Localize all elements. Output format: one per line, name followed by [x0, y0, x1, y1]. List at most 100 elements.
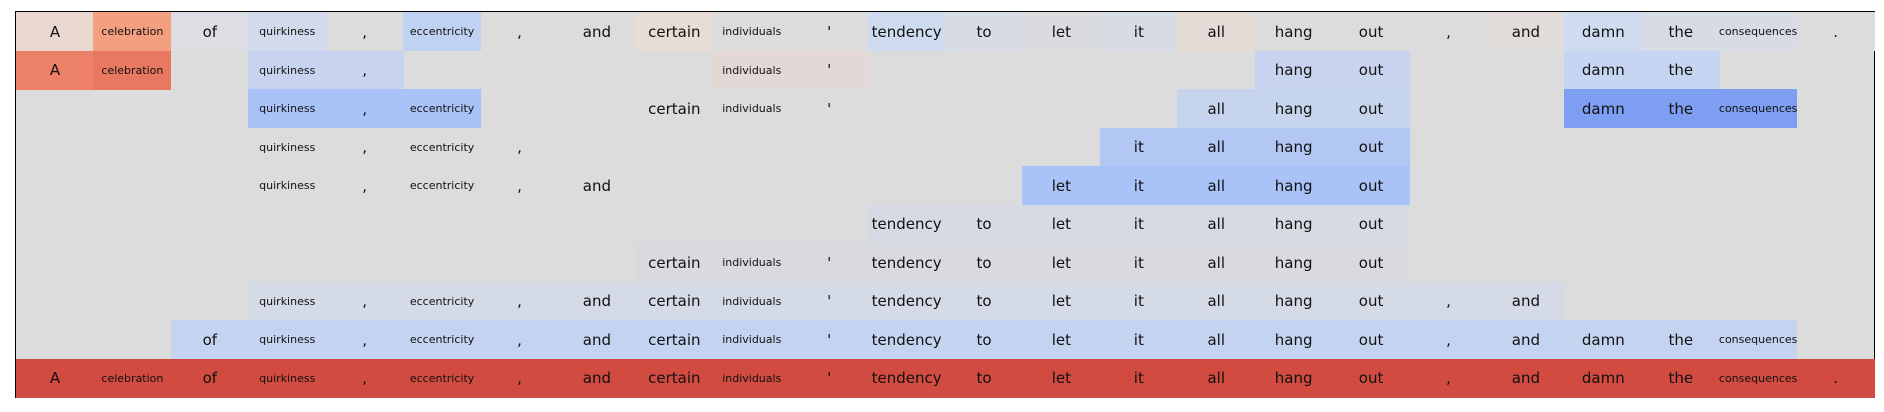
- heatmap-cell-r9-c23: .: [1796, 358, 1875, 398]
- heatmap-cell-r7-c10: ': [790, 281, 869, 321]
- heatmap-cell-r2-c20: damn: [1564, 89, 1643, 128]
- heatmap-cell-r8-c2: of: [170, 320, 249, 359]
- heatmap-cell-r6-c10: ': [790, 243, 869, 282]
- heatmap-cell-r6-c14: it: [1099, 243, 1178, 282]
- heatmap-cell-r4-c7: and: [557, 166, 636, 205]
- heatmap-cell-r4-c14: it: [1099, 166, 1178, 205]
- heatmap-cell-r8-c12: to: [945, 320, 1023, 359]
- heatmap-cell-r2-c15: all: [1177, 89, 1256, 128]
- heatmap-cell-r9-c16: hang: [1254, 358, 1333, 398]
- heatmap-cell-r9-c3: quirkiness: [248, 358, 327, 398]
- heatmap-cell-r1-c0: A: [16, 50, 94, 90]
- heatmap-cell-r0-c9: individuals: [712, 12, 791, 51]
- heatmap-cell-r1-c20: damn: [1564, 50, 1643, 90]
- heatmap-cell-r8-c11: tendency: [867, 320, 946, 359]
- heatmap-cell-r8-c3: quirkiness: [248, 320, 327, 359]
- heatmap-cell-r9-c21: the: [1641, 358, 1720, 398]
- heatmap-cell-r9-c13: let: [1022, 358, 1101, 398]
- heatmap-cell-r0-c17: out: [1332, 12, 1411, 51]
- heatmap-cell-r4-c17: out: [1332, 166, 1411, 205]
- heatmap-cell-r8-c10: ': [790, 320, 869, 359]
- heatmap-cell-r1-c9: individuals: [712, 50, 791, 90]
- heatmap-cell-r6-c12: to: [945, 243, 1023, 282]
- heatmap-cell-r1-c10: ': [790, 50, 869, 90]
- heatmap-cell-r4-c13: let: [1022, 166, 1101, 205]
- heatmap-cell-r0-c22: consequences: [1719, 12, 1798, 51]
- heatmap-cell-r7-c15: all: [1177, 281, 1256, 321]
- heatmap-cell-r8-c6: ,: [480, 320, 559, 359]
- heatmap-cell-r9-c15: all: [1177, 358, 1256, 398]
- heatmap-cell-r0-c7: and: [557, 12, 636, 51]
- heatmap-cell-r0-c11: tendency: [867, 12, 946, 51]
- heatmap-cell-r9-c17: out: [1332, 358, 1411, 398]
- heatmap-cell-r9-c10: ': [790, 358, 869, 398]
- heatmap-cell-r3-c4: ,: [325, 127, 404, 167]
- heatmap-cell-r7-c16: hang: [1254, 281, 1333, 321]
- heatmap-cell-r7-c6: ,: [480, 281, 559, 321]
- heatmap-cell-r0-c14: it: [1099, 12, 1178, 51]
- heatmap-cell-r0-c15: all: [1177, 12, 1256, 51]
- heatmap-cell-r5-c15: all: [1177, 204, 1256, 244]
- heatmap-cell-r0-c8: certain: [635, 12, 714, 51]
- heatmap-cell-r7-c18: ,: [1409, 281, 1488, 321]
- heatmap-cell-r0-c21: the: [1641, 12, 1720, 51]
- heatmap-cell-r7-c7: and: [557, 281, 636, 321]
- heatmap-cell-r0-c16: hang: [1254, 12, 1333, 51]
- heatmap-cell-r7-c9: individuals: [712, 281, 791, 321]
- heatmap-cell-r5-c12: to: [945, 204, 1023, 244]
- heatmap-cell-r3-c16: hang: [1254, 127, 1333, 167]
- heatmap-cell-r7-c19: and: [1486, 281, 1565, 321]
- heatmap-cell-r6-c16: hang: [1254, 243, 1333, 282]
- heatmap-cell-r9-c2: of: [170, 358, 249, 398]
- heatmap-cell-r8-c17: out: [1332, 320, 1411, 359]
- heatmap-cell-r4-c6: ,: [480, 166, 559, 205]
- heatmap-cell-r9-c5: eccentricity: [403, 358, 482, 398]
- heatmap-cell-r0-c10: ': [790, 12, 869, 51]
- heatmap-cell-r4-c4: ,: [325, 166, 404, 205]
- heatmap-cell-r8-c7: and: [557, 320, 636, 359]
- heatmap-cell-r2-c10: ': [790, 89, 869, 128]
- heatmap-cell-r8-c5: eccentricity: [403, 320, 482, 359]
- heatmap-cell-r8-c13: let: [1022, 320, 1101, 359]
- heatmap-cell-r8-c15: all: [1177, 320, 1256, 359]
- heatmap-cell-r4-c3: quirkiness: [248, 166, 327, 205]
- heatmap-cell-r8-c20: damn: [1564, 320, 1643, 359]
- heatmap-cell-r0-c1: celebration: [93, 12, 172, 51]
- heatmap-cell-r9-c22: consequences: [1719, 358, 1798, 398]
- heatmap-cell-r9-c9: individuals: [712, 358, 791, 398]
- heatmap-cell-r4-c16: hang: [1254, 166, 1333, 205]
- heatmap-cell-r9-c18: ,: [1409, 358, 1488, 398]
- heatmap-cell-r8-c14: it: [1099, 320, 1178, 359]
- heatmap-cell-r3-c5: eccentricity: [403, 127, 482, 167]
- heatmap-cell-r3-c15: all: [1177, 127, 1256, 167]
- heatmap-cell-r9-c8: certain: [635, 358, 714, 398]
- heatmap-cell-r0-c13: let: [1022, 12, 1101, 51]
- heatmap-cell-r3-c17: out: [1332, 127, 1411, 167]
- heatmap-cell-r5-c14: it: [1099, 204, 1178, 244]
- heatmap-cell-r5-c11: tendency: [867, 204, 946, 244]
- heatmap-cell-r5-c16: hang: [1254, 204, 1333, 244]
- heatmap-cell-r6-c13: let: [1022, 243, 1101, 282]
- heatmap-cell-r2-c8: certain: [635, 89, 714, 128]
- heatmap-cell-r7-c17: out: [1332, 281, 1411, 321]
- heatmap-cell-r1-c1: celebration: [93, 50, 172, 90]
- heatmap-cell-r8-c4: ,: [325, 320, 404, 359]
- heatmap-cell-r0-c12: to: [945, 12, 1023, 51]
- heatmap-cell-r8-c19: and: [1486, 320, 1565, 359]
- heatmap-cell-r3-c14: it: [1099, 127, 1178, 167]
- heatmap-cell-r9-c6: ,: [480, 358, 559, 398]
- heatmap-cell-r9-c7: and: [557, 358, 636, 398]
- heatmap-cell-r0-c3: quirkiness: [248, 12, 327, 51]
- heatmap-cell-r1-c21: the: [1641, 50, 1720, 90]
- heatmap-cell-r2-c22: consequences: [1719, 89, 1798, 128]
- heatmap-cell-r9-c19: and: [1486, 358, 1565, 398]
- heatmap-cell-r8-c8: certain: [635, 320, 714, 359]
- heatmap-cell-r4-c5: eccentricity: [403, 166, 482, 205]
- heatmap-cell-r3-c6: ,: [480, 127, 559, 167]
- heatmap-cell-r2-c9: individuals: [712, 89, 791, 128]
- heatmap-cell-r7-c4: ,: [325, 281, 404, 321]
- heatmap-cell-r7-c11: tendency: [867, 281, 946, 321]
- heatmap-cell-r6-c15: all: [1177, 243, 1256, 282]
- heatmap-cell-r5-c17: out: [1332, 204, 1411, 244]
